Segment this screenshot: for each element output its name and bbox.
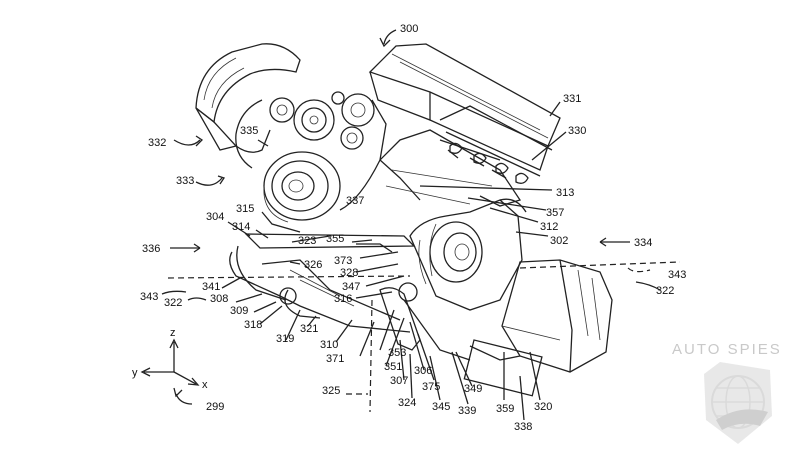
label-300: 300 (400, 23, 418, 35)
label-302: 302 (550, 235, 568, 247)
axis-label-y: y (132, 367, 138, 379)
label-353: 353 (388, 347, 406, 359)
electric-machine (409, 198, 527, 311)
label-343-left: 343 (140, 291, 158, 303)
lower-assembly (229, 233, 471, 361)
reference-plane-left (167, 275, 411, 279)
label-328: 328 (340, 267, 358, 279)
engine-block (339, 129, 529, 211)
label-315: 315 (236, 203, 254, 215)
label-306: 306 (414, 365, 432, 377)
watermark-text: AUTO SPIES (672, 341, 782, 358)
label-336: 336 (142, 243, 160, 255)
axis-label-z: z (170, 327, 176, 339)
label-308: 308 (210, 293, 228, 305)
label-299: 299 (206, 401, 224, 413)
label-321: 321 (300, 323, 318, 335)
label-349: 349 (464, 383, 482, 395)
label-345: 345 (432, 401, 450, 413)
label-334: 334 (634, 237, 652, 249)
label-337: 337 (346, 195, 364, 207)
label-333: 333 (176, 175, 194, 187)
label-324: 324 (398, 397, 416, 409)
upper-pulleys (235, 91, 387, 169)
label-331: 331 (563, 93, 581, 105)
label-355: 355 (326, 233, 344, 245)
right-valve-cover (368, 43, 561, 177)
label-320: 320 (534, 401, 552, 413)
reference-plane-right (519, 261, 681, 269)
crank-pulley (263, 151, 341, 223)
label-307: 307 (390, 375, 408, 387)
label-335: 335 (240, 125, 258, 137)
label-319: 319 (276, 333, 294, 345)
coordinate-axes (140, 338, 200, 386)
label-341: 341 (202, 281, 220, 293)
reference-axis-vertical (369, 299, 373, 413)
label-312: 312 (540, 221, 558, 233)
label-330: 330 (568, 125, 586, 137)
label-316: 316 (334, 293, 352, 305)
label-309: 309 (230, 305, 248, 317)
label-304: 304 (206, 211, 224, 223)
transmission-housing (463, 259, 613, 397)
label-314: 314 (232, 221, 250, 233)
label-318: 318 (244, 319, 262, 331)
label-347: 347 (342, 281, 360, 293)
label-338: 338 (514, 421, 532, 433)
label-322-right: 322 (656, 285, 674, 297)
left-valve-cover (195, 43, 301, 153)
label-325: 325 (322, 385, 340, 397)
label-323: 323 (298, 235, 316, 247)
label-332: 332 (148, 137, 166, 149)
label-375: 375 (422, 381, 440, 393)
axis-label-x: x (202, 379, 208, 391)
label-343-right: 343 (668, 269, 686, 281)
globe-logo-icon (704, 362, 772, 444)
watermark: AUTO SPIES (672, 341, 782, 444)
label-373: 373 (334, 255, 352, 267)
reference-labels: 300 331 330 332 335 333 337 313 357 312 … (132, 23, 686, 433)
engine-drawing (167, 43, 681, 413)
label-359: 359 (496, 403, 514, 415)
label-326: 326 (304, 259, 322, 271)
label-351: 351 (384, 361, 402, 373)
label-322-left: 322 (164, 297, 182, 309)
leader-lines (161, 29, 661, 421)
label-310: 310 (320, 339, 338, 351)
label-313: 313 (556, 187, 574, 199)
label-371: 371 (326, 353, 344, 365)
label-339: 339 (458, 405, 476, 417)
label-357: 357 (546, 207, 564, 219)
